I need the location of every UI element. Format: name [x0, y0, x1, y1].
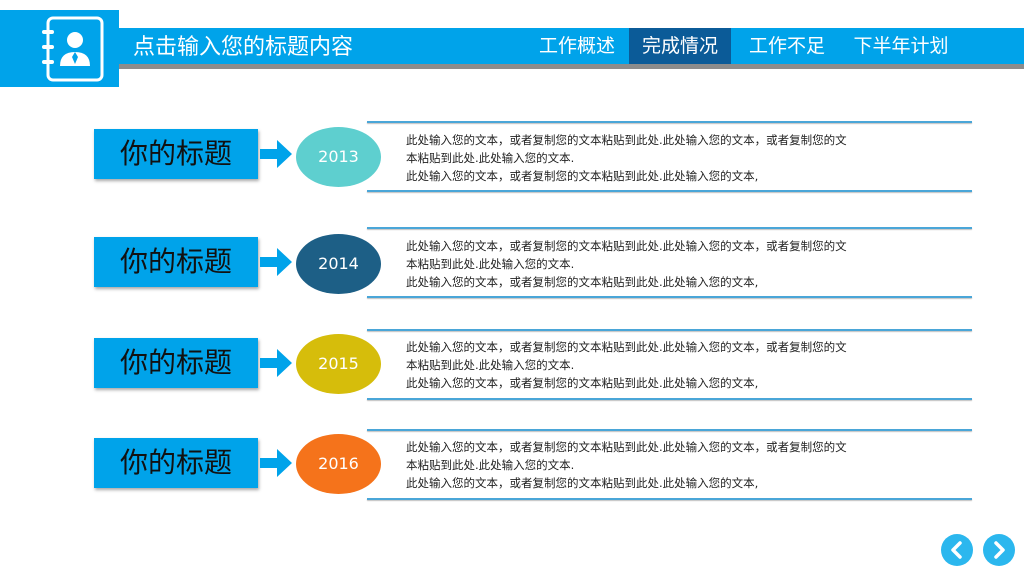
row-bottom-rule: [367, 296, 972, 298]
year-badge: 2016: [296, 434, 381, 494]
year-badge: 2014: [296, 234, 381, 294]
year-badge: 2013: [296, 127, 381, 187]
tab-plan[interactable]: 下半年计划: [853, 35, 949, 57]
row-bottom-rule: [367, 398, 972, 400]
arrow-right-icon: [260, 140, 292, 168]
year-badge: 2015: [296, 334, 381, 394]
chevron-left-icon: [951, 541, 962, 559]
row-top-rule: [367, 121, 972, 123]
header-divider: [119, 64, 1024, 69]
row-text[interactable]: 此处输入您的文本，或者复制您的文本粘贴到此处.此处输入您的文本，或者复制您的文 …: [406, 340, 847, 390]
arrow-right-icon: [260, 248, 292, 276]
chevron-right-icon: [994, 541, 1005, 559]
row-title[interactable]: 你的标题: [94, 438, 258, 488]
row-title[interactable]: 你的标题: [94, 129, 258, 179]
arrow-right-icon: [260, 349, 292, 377]
logo-box: [0, 10, 119, 87]
prev-button[interactable]: [941, 534, 973, 566]
row-title[interactable]: 你的标题: [94, 338, 258, 388]
row-text[interactable]: 此处输入您的文本，或者复制您的文本粘贴到此处.此处输入您的文本，或者复制您的文 …: [406, 440, 847, 490]
header-bar: [119, 28, 1024, 64]
row-top-rule: [367, 227, 972, 229]
row-bottom-rule: [367, 190, 972, 192]
page-title[interactable]: 点击输入您的标题内容: [133, 35, 354, 60]
contact-book-icon: [42, 16, 104, 82]
row-top-rule: [367, 429, 972, 431]
row-title[interactable]: 你的标题: [94, 237, 258, 287]
row-top-rule: [367, 329, 972, 331]
tab-shortcomings[interactable]: 工作不足: [748, 35, 825, 57]
row-bottom-rule: [367, 498, 972, 500]
arrow-right-icon: [260, 449, 292, 477]
tab-completion[interactable]: 完成情况: [629, 28, 731, 64]
row-text[interactable]: 此处输入您的文本，或者复制您的文本粘贴到此处.此处输入您的文本，或者复制您的文 …: [406, 133, 847, 183]
next-button[interactable]: [983, 534, 1015, 566]
row-text[interactable]: 此处输入您的文本，或者复制您的文本粘贴到此处.此处输入您的文本，或者复制您的文 …: [406, 239, 847, 289]
tab-overview[interactable]: 工作概述: [538, 35, 615, 57]
